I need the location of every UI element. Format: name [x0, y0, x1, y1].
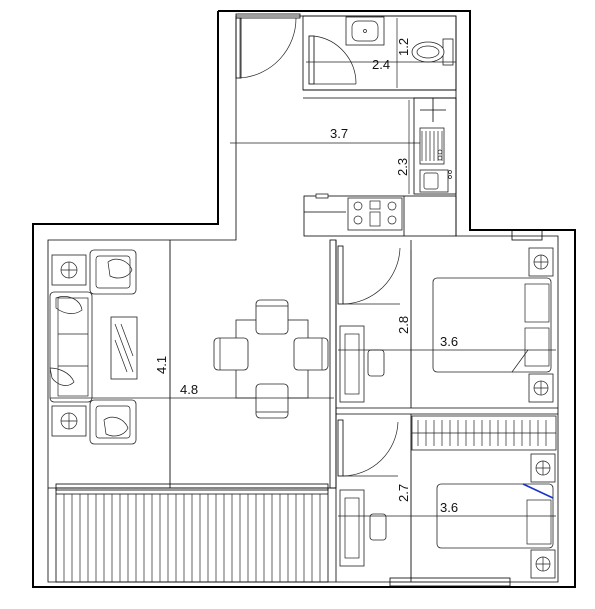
- cooktop-icon: [347, 197, 403, 231]
- armchair-icon: [51, 254, 87, 286]
- toilet-icon: [411, 38, 454, 66]
- kitchen: 2.3: [303, 97, 457, 237]
- bedroom-2-door: [337, 419, 399, 477]
- dim-kitchen-depth: 2.3: [395, 158, 410, 176]
- coffee-table-icon: [110, 316, 138, 380]
- dining-table-icon: [213, 299, 329, 419]
- window: [55, 229, 543, 587]
- dim-bath-depth: 1.2: [396, 38, 411, 56]
- dim-hall-width: 3.7: [330, 126, 348, 141]
- hall: 3.7: [230, 126, 420, 144]
- balcony: [55, 487, 329, 583]
- bed-icon: [432, 277, 552, 373]
- nightstand-icon: [530, 453, 556, 483]
- nightstand-icon: [528, 373, 554, 403]
- nightstand-icon: [528, 247, 554, 277]
- living-room: 4.1 4.8: [48, 239, 337, 489]
- dim-bath-width: 2.4: [372, 57, 390, 72]
- wardrobe-icon: [411, 415, 557, 451]
- bedroom-1-door: [337, 245, 401, 305]
- sink-icon: [345, 16, 385, 46]
- dim-living-depth: 4.1: [154, 356, 169, 374]
- dim-bedroom2-depth: 2.7: [396, 484, 411, 502]
- armchair-icon: [89, 249, 137, 295]
- stove-icon: [419, 127, 445, 165]
- desk-icon: [339, 325, 385, 403]
- kitchen-sink-icon: [419, 169, 452, 193]
- dim-living-width: 4.8: [180, 382, 198, 397]
- dim-bedroom2-width: 3.6: [440, 500, 458, 515]
- bed-edge-highlight: [522, 483, 554, 499]
- armchair-icon: [89, 399, 137, 445]
- armchair-icon: [51, 405, 87, 437]
- dim-bedroom1-width: 3.6: [440, 334, 458, 349]
- bathroom-door: [308, 35, 357, 85]
- bedroom-2: 2.7 3.6: [337, 414, 556, 582]
- dim-bedroom1-depth: 2.8: [396, 316, 411, 334]
- bathroom: 2.4 1.2: [235, 13, 457, 99]
- sofa-icon: [49, 291, 93, 403]
- bedroom-1: 2.8 3.6: [335, 240, 558, 582]
- desk-icon: [339, 489, 387, 567]
- entrance-door: [235, 13, 301, 79]
- nightstand-icon: [530, 549, 556, 579]
